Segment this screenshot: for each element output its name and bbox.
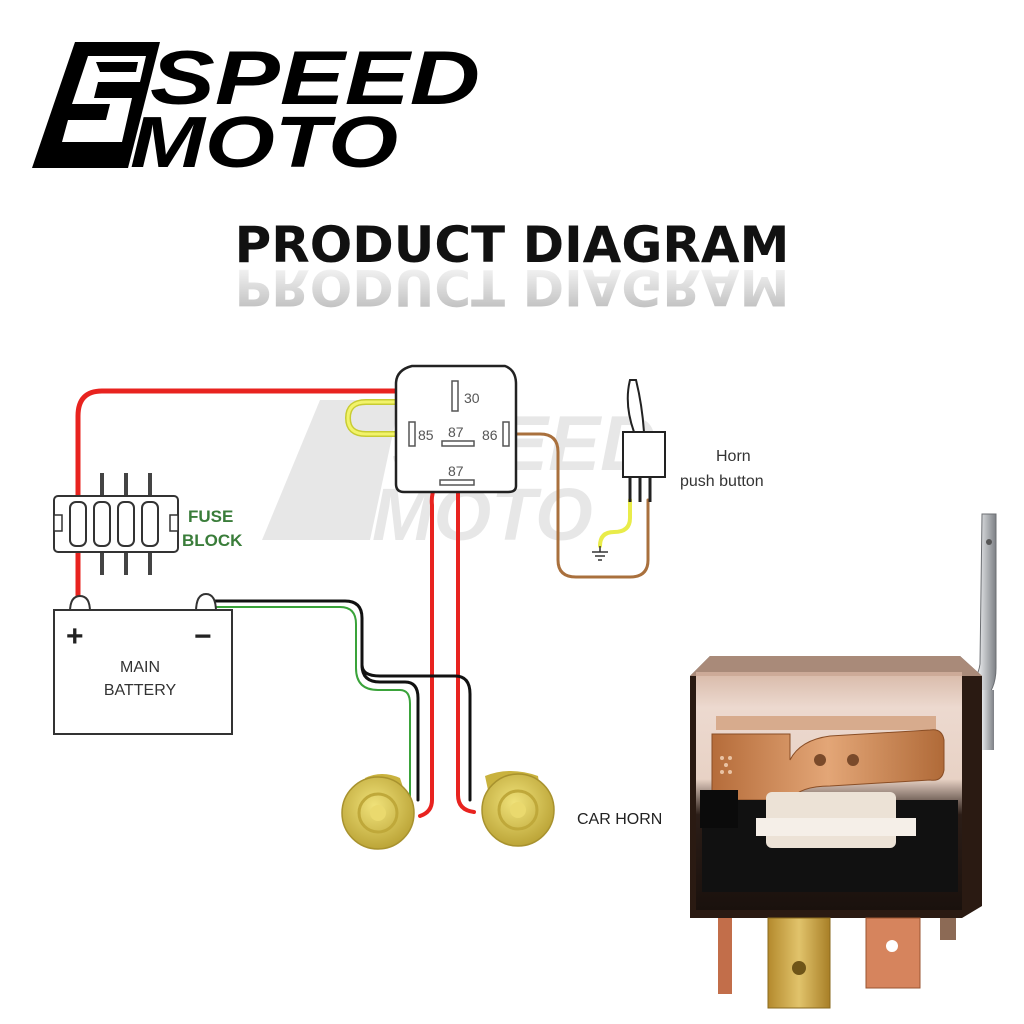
brand-line1: SPEED (150, 36, 480, 121)
wire-red-30-to-fuse (75, 388, 458, 503)
horn-push-button: Horn push button (592, 379, 764, 561)
ground-symbol-icon (592, 546, 608, 561)
right-horn-icon (481, 771, 555, 847)
brand-logo: SPEED MOTO (32, 36, 480, 183)
wire-red-87-to-right-horn (456, 483, 476, 814)
page-title-group: PRODUCT DIAGRAM PRODUCT DIAGRAM (235, 216, 790, 316)
relay-pin-87-upper: 87 (448, 424, 464, 440)
copper-contact (711, 729, 945, 801)
relay-photo (690, 513, 997, 1009)
wire-brown-86-to-switch (508, 432, 650, 579)
car-horn-label: CAR HORN (577, 811, 662, 828)
car-horns: CAR HORN (341, 771, 662, 850)
page-title-reflection: PRODUCT DIAGRAM (235, 258, 790, 316)
speedmoto-s-logo (32, 42, 160, 168)
relay-pin-86: 86 (482, 427, 498, 443)
fuse-block: FUSE BLOCK (53, 473, 243, 575)
horn-button-label-line1: Horn (716, 448, 751, 465)
left-horn-icon (341, 774, 415, 850)
relay-pin-85: 85 (418, 427, 434, 443)
fuse-block-label-line1: FUSE (188, 507, 233, 526)
battery-label-line1: MAIN (120, 659, 160, 676)
fuse-block-label-line2: BLOCK (182, 531, 243, 550)
wiring (75, 388, 650, 818)
brand-line2: MOTO (130, 103, 398, 183)
main-battery: + − MAIN BATTERY (53, 592, 233, 735)
relay-pin-30: 30 (464, 390, 480, 406)
battery-minus-sign: − (194, 620, 212, 653)
relay-schematic: 30 85 87 86 87 (394, 364, 518, 494)
wire-yellow-ground (598, 498, 632, 548)
relay-pin-87-lower: 87 (448, 463, 464, 479)
page-title: PRODUCT DIAGRAM (235, 216, 790, 274)
wire-black-battery-to-horns (208, 599, 420, 802)
battery-label-line2: BATTERY (104, 682, 177, 699)
horn-button-label-line2: push button (680, 473, 764, 490)
battery-plus-sign: + (66, 620, 84, 653)
